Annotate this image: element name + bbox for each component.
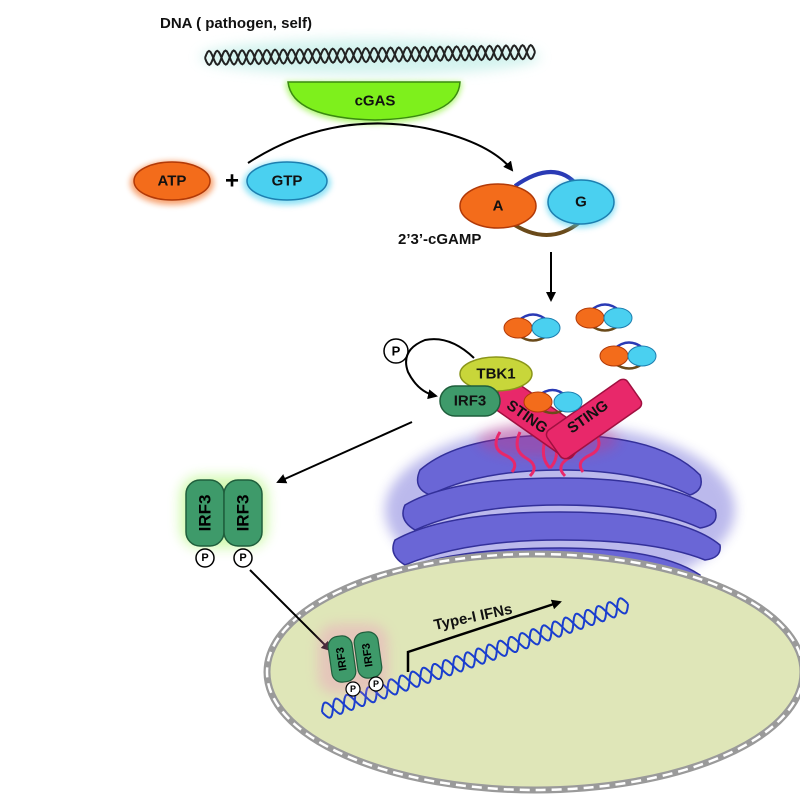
- phosphate-1: [195, 548, 215, 568]
- dna-helix-top: [200, 39, 540, 75]
- nucleus: [263, 550, 800, 794]
- g-label: G: [575, 194, 587, 211]
- phosphate-label-1: P: [201, 552, 208, 564]
- phosphate-label-4: P: [373, 679, 379, 689]
- phosphate-circle: P: [383, 338, 409, 364]
- irf3-dimer-nuclear: IRF3 IRF3 P P: [318, 624, 388, 697]
- cgamp-bound: [523, 388, 583, 415]
- irf3-label: IRF3: [454, 393, 487, 410]
- irf3-dimer-label-2: IRF3: [234, 495, 253, 532]
- plus-sign: +: [225, 168, 239, 195]
- gtp-label: GTP: [272, 173, 303, 190]
- atp-molecule: ATP: [130, 161, 214, 205]
- phosphate-label: P: [392, 344, 401, 359]
- phosphate-label-2: P: [239, 552, 246, 564]
- phosphorylation-arrow: [405, 338, 475, 400]
- synthesis-arrow: [247, 122, 514, 172]
- nuclear-import-arrow: [249, 569, 332, 652]
- cgamp-molecule-large: A G: [459, 170, 616, 237]
- cgamp-small-2: [575, 303, 633, 332]
- cgamp-small-3: [599, 341, 657, 370]
- transcription-arrow: [406, 599, 562, 672]
- cgamp-molecules-small: [503, 303, 657, 370]
- dna-title: DNA ( pathogen, self): [160, 15, 312, 32]
- cgas-enzyme: cGAS: [285, 81, 462, 124]
- irf3-dimer: IRF3 IRF3 P P: [180, 476, 268, 568]
- atp-label: ATP: [158, 173, 187, 190]
- cgas-label: cGAS: [355, 93, 396, 110]
- irf3-nuc-label-2: IRF3: [360, 642, 375, 667]
- gtp-molecule: GTP: [243, 161, 331, 205]
- cgamp-small-1: [503, 313, 561, 342]
- irf3-protein: IRF3: [439, 385, 501, 417]
- tbk1-label: TBK1: [476, 366, 515, 383]
- cgamp-label: 2’3’-cGAMP: [398, 231, 481, 248]
- irf3-nuc-label-1: IRF3: [334, 646, 349, 671]
- phosphate-label-3: P: [350, 684, 356, 694]
- phosphate-2: [233, 548, 253, 568]
- tbk1-protein: TBK1: [459, 356, 533, 392]
- irf3-release-arrow: [276, 421, 413, 484]
- a-label: A: [493, 198, 504, 215]
- irf3-dimer-label-1: IRF3: [196, 495, 215, 532]
